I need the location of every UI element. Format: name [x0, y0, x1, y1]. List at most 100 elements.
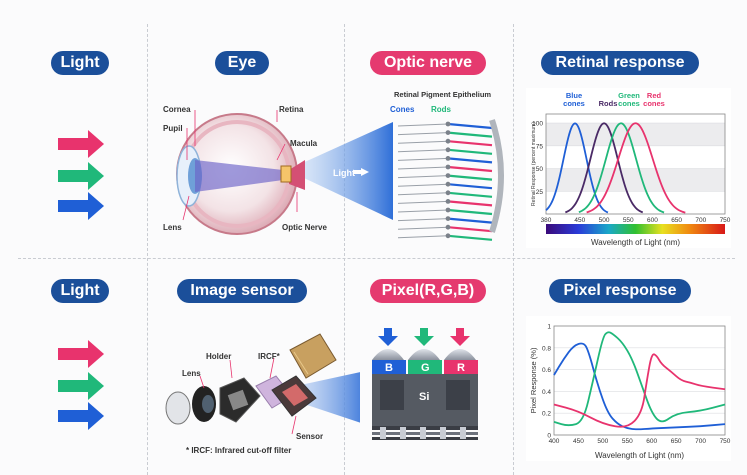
label-rods: Rods: [431, 105, 451, 114]
legend-label: Red: [647, 91, 662, 100]
y-tick-label: 0.8: [542, 345, 551, 352]
retina-cell: [447, 122, 493, 130]
retina-cell: [447, 174, 493, 181]
blue-down-arrow-icon: [378, 328, 398, 346]
x-tick-label: 400: [549, 438, 560, 445]
optic-nerve-pill: Optic nerve: [370, 51, 486, 75]
y-tick-label: 75: [536, 143, 544, 150]
red-down-arrow-icon: [450, 328, 470, 346]
retina-cell-body: [445, 147, 451, 153]
label-macula: Macula: [290, 139, 318, 148]
pigment-layer: [489, 119, 504, 233]
x-tick-label: 750: [720, 438, 731, 445]
blue-arrow-icon: [58, 192, 104, 220]
retina-cell-body: [445, 130, 451, 135]
retina-cell: [447, 234, 493, 241]
x-tick-label: 550: [622, 438, 633, 445]
retina-cell: [447, 217, 493, 224]
series-line: [553, 353, 726, 428]
retina-cell: [447, 208, 493, 216]
y-tick-label: 1: [547, 324, 551, 331]
eye-pill: Eye: [215, 51, 269, 75]
series-line: [545, 122, 609, 214]
grid-band: [546, 123, 725, 146]
y-tick-label: 0: [547, 433, 551, 440]
retina-cell-body: [445, 190, 451, 196]
light-beam: [287, 122, 393, 220]
retina-cell-axon: [397, 218, 449, 222]
light-arrows-bottom: [58, 340, 104, 430]
green-filter: [408, 360, 442, 374]
retina-cell-axon: [397, 209, 449, 213]
blue-filter: [372, 360, 406, 374]
pixel-illustration: B G R Si: [372, 328, 478, 440]
y-tick-label: 0.2: [542, 411, 551, 418]
retina-cell-axon: [397, 123, 449, 127]
x-tick-label: 600: [646, 438, 657, 445]
light-pill-bottom: Light: [51, 279, 109, 303]
si-label: Si: [419, 391, 429, 403]
retina-cell-body: [445, 216, 451, 221]
x-tick-label: 700: [695, 217, 706, 224]
retina-cell-body: [445, 233, 451, 239]
retina-cell-axon: [397, 140, 449, 144]
legend-label: Green: [618, 91, 640, 100]
flex-cable: [289, 333, 337, 379]
y-axis-label: Pixel Response (%): [529, 347, 538, 413]
column-divider: [344, 24, 345, 475]
retina-cell-axon: [397, 132, 449, 136]
red-arrow-icon: [58, 130, 104, 158]
series-line: [565, 122, 644, 214]
chart-background: [526, 316, 731, 461]
legend-label: cones: [618, 99, 640, 108]
eye-illustration: Light: [176, 110, 393, 235]
retina-cell: [447, 226, 493, 233]
series-line: [578, 122, 665, 214]
label-pupil: Pupil: [163, 124, 183, 133]
y-tick-label: 25: [536, 189, 544, 196]
y-tick-label: 50: [536, 166, 544, 173]
series-line: [553, 342, 726, 431]
retina-cell-body: [445, 224, 451, 230]
series-line: [553, 331, 726, 427]
retina-cell-axon: [397, 235, 449, 239]
retina-cell: [447, 191, 493, 198]
retina-cell-axon: [397, 200, 449, 204]
legend-label: cones: [643, 99, 665, 108]
retina-cell-body: [445, 207, 451, 213]
retina-cell-body: [445, 156, 451, 161]
retina-cell-body: [445, 121, 451, 127]
y-axis-label: Retinal Response (percent maximum): [531, 122, 537, 206]
pixel-rgb-pill: Pixel(R,G,B): [370, 279, 486, 303]
legend-label: Rods: [599, 99, 618, 108]
green-down-arrow-icon: [414, 328, 434, 346]
retina-cell-body: [445, 138, 451, 144]
x-axis-label: Wavelength of Light (nm): [595, 451, 684, 460]
light-arrows: [58, 130, 104, 220]
b-label: B: [385, 362, 393, 374]
red-arrow-icon: [58, 340, 104, 368]
label-ircf: IRCF*: [258, 352, 280, 361]
x-tick-label: 650: [671, 217, 682, 224]
retinal-response-pill: Retinal response: [541, 51, 699, 75]
retina-cell-axon: [397, 192, 449, 196]
plot-frame: [545, 113, 726, 215]
column-divider: [513, 24, 514, 475]
retina-cell: [447, 183, 493, 190]
x-tick-label: 550: [623, 217, 634, 224]
light-pill: Light: [51, 51, 109, 75]
image-sensor-pill: Image sensor: [177, 279, 307, 303]
retina-cell: [447, 200, 493, 207]
retina-cell: [447, 131, 493, 138]
retina-cell: [447, 157, 493, 164]
x-tick-label: 450: [573, 438, 584, 445]
label-rpe: Retinal Pigment Epithelium: [394, 90, 492, 99]
retina-cell-body: [445, 173, 451, 178]
retina-cell-axon: [397, 226, 449, 230]
retina-cells-illustration: [397, 119, 504, 241]
label-cones: Cones: [390, 105, 415, 114]
r-label: R: [457, 362, 465, 374]
g-label: G: [421, 362, 430, 374]
x-tick-label: 650: [671, 438, 682, 445]
